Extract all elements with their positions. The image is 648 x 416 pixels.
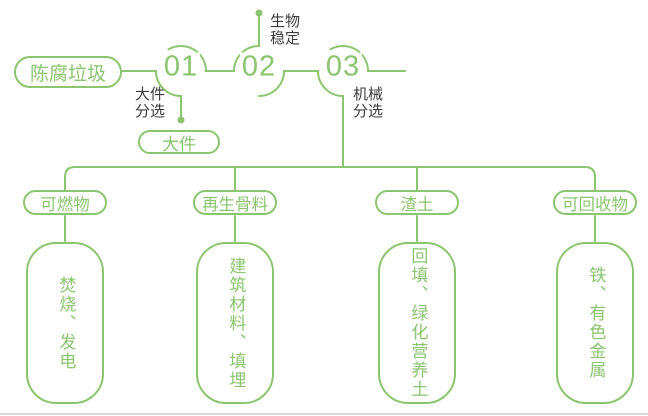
step-label-line: 分选: [135, 103, 166, 120]
category-label: 可燃物: [40, 195, 90, 214]
disposal-box-recyclable: 铁、有色金属: [556, 242, 634, 404]
large-item-output-label: 大件: [162, 134, 196, 154]
category-pill-combustible: 可燃物: [23, 190, 107, 215]
step-label-line: 分选: [353, 103, 384, 120]
category-pill-recyclable: 可回收物: [553, 190, 637, 215]
step-label-line: 稳定: [270, 30, 301, 47]
flow-line-01-top-arc-to-02-bio-branch: [167, 15, 260, 72]
source-node-pill: 陈腐垃圾: [14, 56, 122, 88]
bottom-edge-line: [0, 413, 648, 415]
flow-line-03-top-arc-exit: [329, 44, 406, 72]
bio-stabilization-branch-dot: [255, 9, 263, 17]
disposal-box-combustible: 焚烧、发电: [26, 242, 104, 404]
category-pill-recycled-aggregate: 再生骨料: [193, 190, 277, 215]
disposal-text-recyclable: 铁、有色金属: [586, 266, 606, 380]
disposal-text-combustible: 焚烧、发电: [56, 275, 76, 371]
source-node-label: 陈腐垃圾: [29, 63, 106, 85]
step-label-bio-stabilization: 生物 稳定: [270, 13, 300, 47]
step-number-3: 03: [323, 50, 363, 83]
disposal-box-slag-soil: 回填、绿化营养土: [378, 242, 456, 404]
category-label: 再生骨料: [202, 195, 268, 214]
large-item-branch-dot: [177, 116, 185, 124]
category-label: 渣土: [400, 195, 434, 214]
branch-distribution-bar: [64, 166, 596, 192]
disposal-box-recycled-aggregate: 建筑材料、填埋: [196, 242, 274, 404]
category-label: 可回收物: [562, 195, 628, 214]
step-label-large-item-sorting: 大件 分选: [135, 86, 165, 120]
step-label-line: 机械: [353, 86, 384, 103]
step-number-2: 02: [239, 50, 279, 83]
disposal-text-slag-soil: 回填、绿化营养土: [408, 247, 428, 399]
disposal-text-recycled-aggregate: 建筑材料、填埋: [226, 256, 246, 390]
step-number-1: 01: [161, 50, 201, 83]
step-label-line: 大件: [135, 86, 166, 103]
step-label-mechanical-sorting: 机械 分选: [353, 86, 383, 120]
step-label-line: 生物: [270, 13, 301, 30]
flow-line-source-to-large-item-branch: [121, 70, 182, 117]
category-pill-slag-soil: 渣土: [375, 190, 459, 215]
large-item-output-pill: 大件: [138, 130, 220, 154]
flow-line-02-to-03-and-down-to-bar: [258, 70, 344, 168]
